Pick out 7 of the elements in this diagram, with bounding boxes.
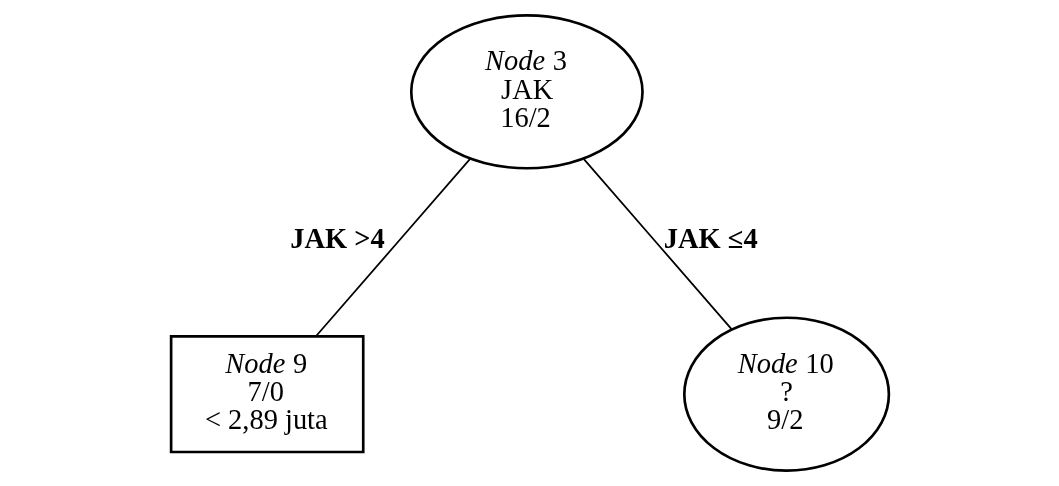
node-box: Node 9 7/0 < 2,89 juta [169, 335, 365, 454]
node-ellipse: Node 10 ? 9/2 [682, 316, 890, 473]
edge-label: JAK ≤4 [663, 222, 758, 254]
connector [314, 158, 471, 337]
connector [582, 158, 732, 330]
node-ellipse: Node 3 JAK 16/2 [409, 13, 644, 170]
edge-label: JAK >4 [289, 222, 385, 254]
